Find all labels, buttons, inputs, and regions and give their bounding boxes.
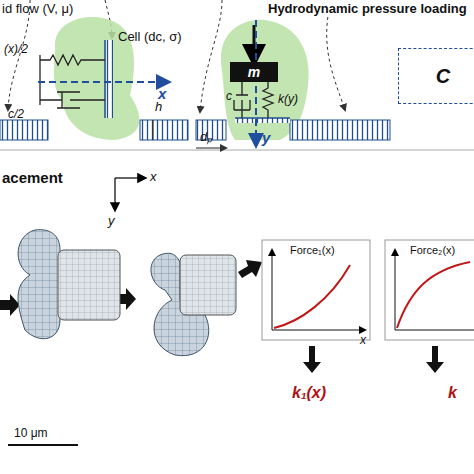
scale-label: 10 μm (14, 427, 48, 440)
load-label: Hydrodynamic pressure loading (268, 2, 467, 16)
spring-label: k(y) (278, 93, 298, 106)
dimension-label: dₚ (200, 130, 212, 144)
section-label: acement (2, 170, 63, 187)
plot-axis-label: Force₁(x) (290, 244, 335, 256)
node-text: m (248, 64, 260, 80)
spring-label: (x)/2 (4, 43, 28, 56)
dimension-label: h (155, 100, 162, 114)
dashed-box: C (398, 48, 474, 104)
axis-label: y (262, 130, 270, 147)
node-text: C (436, 65, 450, 88)
axis-label: x (150, 170, 157, 184)
stiffness-label: k₁(x) (292, 384, 326, 402)
cell-label: Cell (dc, σ) (118, 30, 182, 44)
axis-label: y (108, 214, 115, 228)
stiffness-label: k (448, 384, 457, 402)
flow-label: id flow (V, μ) (2, 2, 73, 16)
plot-axis-label: x (360, 334, 366, 347)
damper-label: c/2 (8, 108, 24, 121)
plot-axis-label: Force₂(x) (410, 244, 455, 256)
mass-block: m (230, 62, 278, 82)
damper-label: c (226, 90, 232, 103)
